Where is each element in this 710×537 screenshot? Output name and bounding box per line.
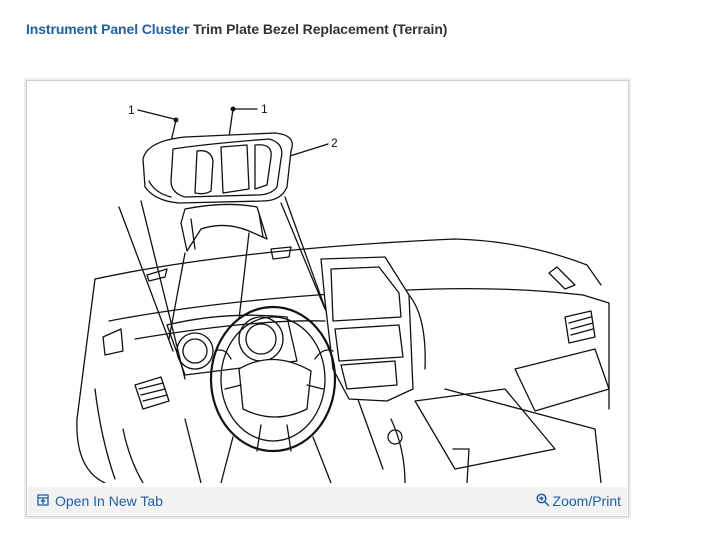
explode-line-3 — [168, 252, 186, 340]
callout-stem-1b — [228, 108, 234, 138]
zoom-magnifier-icon — [535, 492, 550, 510]
dashboard-illustration — [76, 238, 610, 483]
bezel-replacement-diagram: 1 1 2 — [35, 89, 620, 483]
callout-label-1a: 1 — [128, 103, 135, 117]
callout-leader-1a — [137, 109, 175, 120]
zoom-print-label: Zoom/Print — [552, 493, 621, 509]
callout-label-2: 2 — [331, 136, 338, 150]
explode-line-5 — [280, 202, 326, 310]
open-in-new-tab-icon — [37, 493, 49, 509]
figure-footer: Open In New Tab Zoom/Print — [28, 487, 627, 515]
open-in-new-tab-button[interactable]: Open In New Tab — [37, 487, 163, 515]
trim-plate-bezel — [142, 132, 293, 252]
callout-label-1b: 1 — [261, 102, 268, 116]
explode-line-2 — [118, 206, 174, 352]
instrument-panel-cluster-link[interactable]: Instrument Panel Cluster — [26, 21, 190, 37]
zoom-print-button[interactable]: Zoom/Print — [535, 487, 621, 515]
callout-leader-2 — [289, 143, 329, 157]
figure-card: 1 1 2 — [26, 80, 629, 517]
open-in-new-tab-label: Open In New Tab — [55, 493, 163, 509]
explode-line-4 — [238, 232, 250, 320]
diagram-illustration: 1 1 2 — [76, 102, 610, 483]
page-title: Instrument Panel Cluster Trim Plate Beze… — [26, 21, 447, 37]
page-title-text: Trim Plate Bezel Replacement (Terrain) — [193, 21, 448, 37]
